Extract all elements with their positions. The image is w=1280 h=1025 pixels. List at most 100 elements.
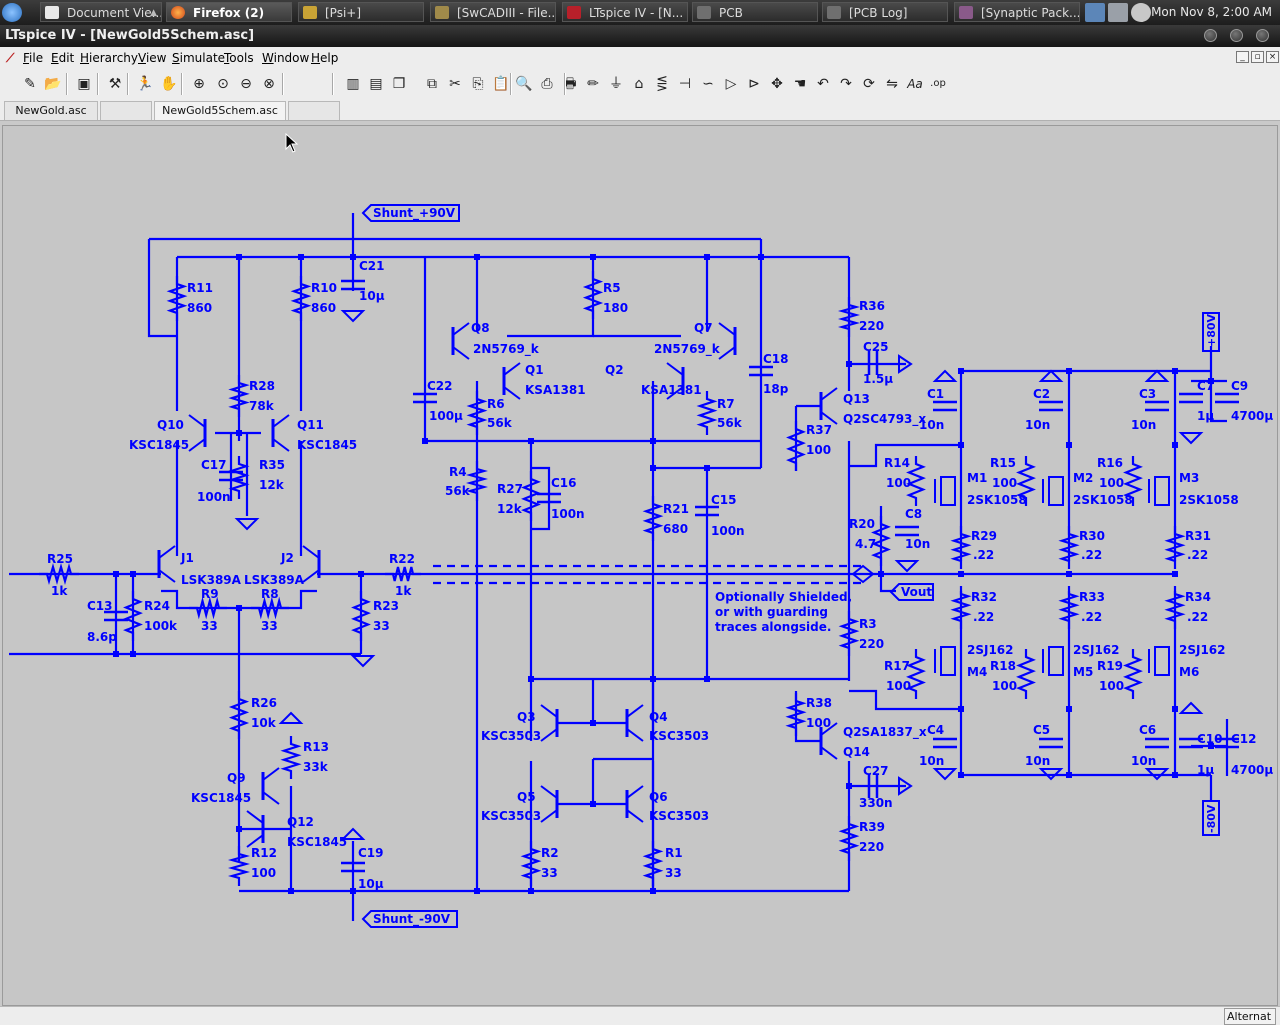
minimize-icon[interactable]: [1204, 29, 1217, 42]
copy-icon[interactable]: ⎘: [472, 76, 484, 92]
task-pcb-log[interactable]: [PCB Log]: [822, 2, 948, 22]
resistor[interactable]: [871, 516, 891, 566]
resistor[interactable]: [251, 596, 289, 620]
tab-blank-2[interactable]: [288, 101, 340, 120]
tile-horizontal-icon[interactable]: ▤: [369, 76, 383, 92]
menu-window[interactable]: Window: [262, 51, 310, 65]
resistor[interactable]: [838, 816, 860, 861]
mirror-icon[interactable]: ⇋: [886, 76, 898, 92]
resistor[interactable]: [838, 611, 860, 656]
paste-icon[interactable]: 📋: [492, 76, 510, 92]
display-icon[interactable]: [1085, 3, 1105, 22]
zoom-fit-icon[interactable]: ⊗: [263, 76, 275, 92]
battery-icon[interactable]: [1131, 3, 1151, 22]
mosfet[interactable]: [940, 646, 956, 676]
menu-view[interactable]: View: [138, 51, 167, 65]
resistor[interactable]: [906, 649, 926, 699]
mdi-minimize-icon[interactable]: _: [1236, 51, 1249, 63]
task-document-viewer[interactable]: Document Vie...▲: [40, 2, 162, 22]
menu-simulate[interactable]: Simulate: [172, 51, 226, 65]
save-icon[interactable]: ▣: [77, 76, 91, 92]
resistor[interactable]: [123, 591, 143, 641]
resistor[interactable]: [1016, 649, 1036, 699]
maximize-icon[interactable]: [1230, 29, 1243, 42]
mosfet[interactable]: [1048, 646, 1064, 676]
diode-icon[interactable]: ▷: [725, 76, 737, 92]
resistor[interactable]: [1164, 586, 1186, 629]
menu-help[interactable]: Help: [311, 51, 339, 65]
component-icon[interactable]: ⊳: [748, 76, 760, 92]
resistor[interactable]: [696, 391, 718, 435]
find-icon[interactable]: 🔍: [515, 76, 533, 92]
print-icon[interactable]: 🖶: [563, 76, 577, 92]
resistor[interactable]: [228, 456, 250, 499]
resistor[interactable]: [642, 841, 664, 886]
resistor[interactable]: [950, 586, 972, 629]
tile-vertical-icon[interactable]: ▥: [346, 76, 360, 92]
menu-tools[interactable]: Tools: [224, 51, 254, 65]
tab-newgold5schem[interactable]: NewGold5Schem.asc: [154, 101, 286, 120]
spice-directive-icon[interactable]: .op: [930, 78, 946, 89]
resistor-icon[interactable]: ⋚: [656, 76, 668, 92]
mosfet[interactable]: [940, 476, 956, 506]
mosfet[interactable]: [1048, 476, 1064, 506]
undo-icon[interactable]: ↶: [817, 76, 829, 92]
close-window-icon[interactable]: ⧉: [427, 76, 437, 92]
task-ltspice[interactable]: LTspice IV - [N...: [562, 2, 688, 22]
zoom-in-icon[interactable]: ⊕: [193, 76, 205, 92]
resistor[interactable]: [351, 591, 371, 641]
pan-icon[interactable]: ⊙: [217, 76, 229, 92]
resistor[interactable]: [1123, 649, 1143, 699]
resistor[interactable]: [582, 271, 604, 319]
cascade-icon[interactable]: ❐: [392, 76, 406, 92]
task-firefox[interactable]: Firefox (2): [166, 2, 292, 22]
open-icon[interactable]: 📂: [44, 76, 62, 92]
tab-blank-1[interactable]: [100, 101, 152, 120]
tab-newgold[interactable]: NewGold.asc: [4, 101, 98, 120]
resistor[interactable]: [1164, 526, 1186, 569]
redo-icon[interactable]: ↷: [840, 76, 852, 92]
resistor[interactable]: [228, 375, 250, 417]
control-panel-icon[interactable]: ⚒: [108, 76, 122, 92]
mosfet[interactable]: [1154, 476, 1170, 506]
resistor[interactable]: [785, 693, 807, 736]
draw-wire-icon[interactable]: ✏: [587, 76, 599, 92]
mdi-restore-icon[interactable]: ▫: [1251, 51, 1264, 63]
resistor[interactable]: [521, 471, 541, 521]
resistor[interactable]: [280, 736, 302, 779]
move-icon[interactable]: ✥: [771, 76, 783, 92]
resistor[interactable]: [166, 276, 188, 321]
task-pcb[interactable]: PCB: [692, 2, 818, 22]
task-psi[interactable]: [Psi+]: [298, 2, 424, 22]
task-synaptic[interactable]: [Synaptic Pack...: [954, 2, 1080, 22]
app-menu-icon[interactable]: ⟋: [6, 51, 15, 65]
resistor[interactable]: [189, 596, 227, 620]
resistor[interactable]: [1058, 586, 1080, 629]
print-preview-icon[interactable]: ⎙: [541, 76, 553, 92]
halt-icon[interactable]: ✋: [160, 76, 178, 92]
close-icon[interactable]: [1256, 29, 1269, 42]
label-net-icon[interactable]: ⌂: [634, 76, 644, 92]
mdi-close-icon[interactable]: ×: [1266, 51, 1279, 63]
resistor[interactable]: [950, 526, 972, 569]
resistor[interactable]: [906, 456, 926, 506]
drag-icon[interactable]: ☚: [793, 76, 807, 92]
resistor[interactable]: [227, 846, 251, 886]
run-icon[interactable]: 🏃: [136, 76, 154, 92]
menu-edit[interactable]: Edit: [51, 51, 75, 65]
clock[interactable]: Mon Nov 8, 2:00 AM: [1151, 5, 1272, 19]
resistor[interactable]: [290, 276, 312, 321]
resistor[interactable]: [385, 566, 421, 582]
new-schematic-icon[interactable]: ✎: [24, 76, 36, 92]
resistor[interactable]: [1058, 526, 1080, 569]
text-icon[interactable]: Aa: [907, 77, 923, 91]
menu-file[interactable]: File: [23, 51, 44, 65]
resistor[interactable]: [1123, 456, 1143, 506]
network-icon[interactable]: [1108, 3, 1128, 22]
menu-hierarchy[interactable]: Hierarchy: [80, 51, 139, 65]
system-menu-icon[interactable]: [2, 3, 22, 22]
resistor[interactable]: [1016, 456, 1036, 506]
resistor[interactable]: [465, 461, 489, 501]
resistor[interactable]: [520, 841, 542, 886]
